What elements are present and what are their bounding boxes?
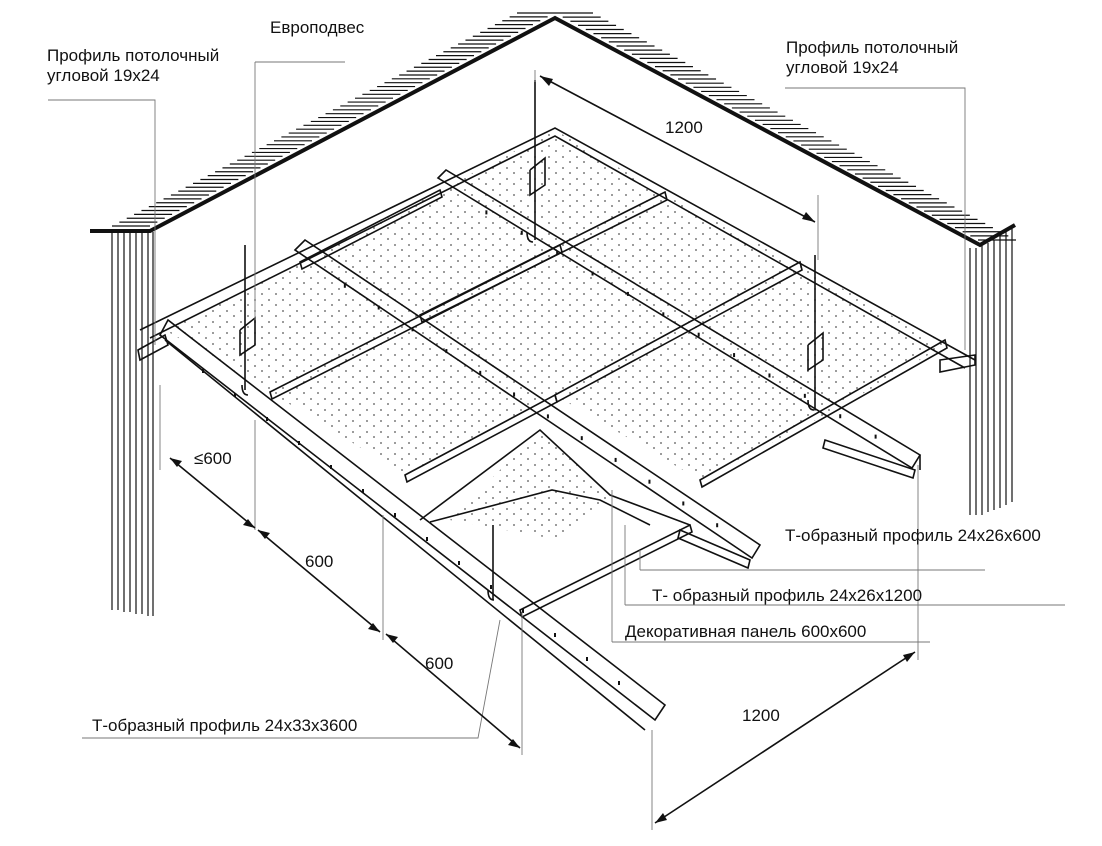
dimension-max-hanger-spacing: ≤600 [194, 449, 232, 468]
dimension-spacing-a: 600 [305, 552, 334, 571]
label-corner-profile-right-line1: Профиль потолочный [786, 38, 959, 57]
rail-slot [803, 393, 806, 398]
rail-slot [733, 353, 736, 358]
rail-slot [874, 434, 877, 439]
wall-hatching-right [969, 228, 1013, 515]
rail-slots [202, 210, 877, 685]
dimension-lines [169, 75, 916, 824]
rail-slot [234, 393, 236, 397]
rail-slot [648, 479, 651, 484]
dimension-top-span: 1200 [665, 118, 703, 137]
rail-slot [362, 489, 364, 493]
rail-slot [556, 251, 559, 256]
rail-slot [580, 436, 583, 441]
rail-slot [546, 414, 549, 419]
rail-slot [479, 370, 482, 375]
label-t-profile-3600: Т-образный профиль 24х33х3600 [92, 716, 358, 735]
rail-slot [716, 523, 719, 528]
rail-slot [266, 417, 268, 421]
rail-slot [768, 373, 771, 378]
roof-hatching-left [112, 12, 555, 227]
rail-slot [839, 414, 842, 419]
rail-slot [513, 392, 516, 397]
dimension-arrows [170, 76, 915, 823]
dimension-bottom-span: 1200 [742, 706, 780, 725]
rail-slot [377, 305, 380, 310]
rail-slot [522, 609, 524, 613]
rail-slot [697, 332, 700, 337]
ceiling-grid [137, 127, 976, 731]
dimension-spacing-b: 600 [425, 654, 454, 673]
rail-slot [591, 271, 594, 276]
rail-slot [445, 349, 448, 354]
label-corner-profile-left-line2: угловой 19х24 [47, 66, 160, 85]
roof-outline [90, 15, 1016, 248]
rail-slot [330, 465, 332, 469]
rail-slot [520, 230, 523, 235]
rail-slot [626, 291, 629, 296]
label-euro-hanger: Европодвес [270, 18, 365, 37]
euro-hangers [239, 80, 824, 601]
label-decorative-panel: Декоративная панель 600х600 [625, 622, 867, 641]
ceiling-panels [165, 130, 945, 540]
rail-slot [394, 513, 396, 517]
rail-slot [662, 312, 665, 317]
label-t-profile-1200: Т- образный профиль 24х26х1200 [652, 586, 923, 605]
roof-hatching-right [555, 12, 1016, 241]
wall-hatching-left [111, 232, 154, 616]
label-corner-profile-right-line2: угловой 19х24 [786, 58, 899, 77]
rail-slot [343, 283, 346, 288]
rail-slot [554, 633, 556, 637]
rail-slot [490, 585, 492, 589]
rail-slot [458, 561, 460, 565]
rail-slot [586, 657, 588, 661]
rail-slot [298, 441, 300, 445]
label-t-profile-600: Т-образный профиль 24х26х600 [785, 526, 1041, 545]
leader-lines [48, 61, 1065, 830]
rail-slot [614, 457, 617, 462]
rail-slot [485, 210, 488, 215]
label-corner-profile-left-line1: Профиль потолочный [47, 46, 220, 65]
rail-slot [682, 501, 685, 506]
rail-slot [426, 537, 428, 541]
rail-slot [411, 327, 414, 332]
rail-slot [202, 369, 204, 373]
rail-slot [618, 681, 620, 685]
